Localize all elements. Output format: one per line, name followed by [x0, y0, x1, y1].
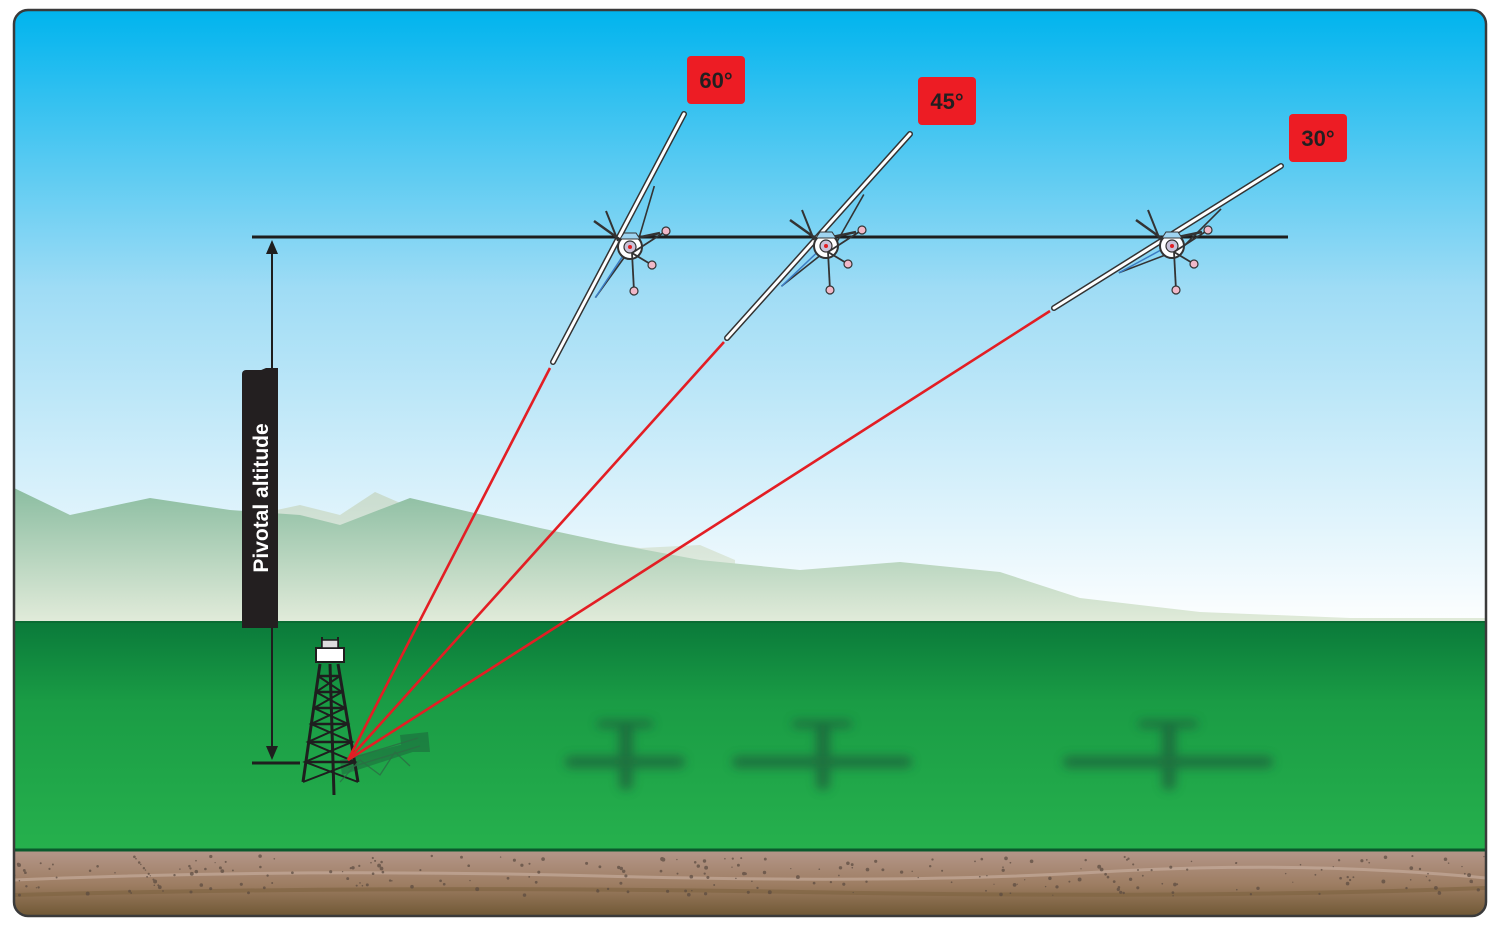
airplane-shadows: [565, 720, 1273, 790]
bank-angle-text-2: 30°: [1301, 126, 1334, 151]
tower-wire-shadow: [339, 737, 421, 783]
bank-angle-label-0: 60°: [687, 56, 745, 104]
hills: [14, 488, 1486, 625]
airplanes: [550, 111, 1284, 365]
dirt-layer: [14, 848, 1486, 916]
airplane-0: [550, 111, 687, 365]
bank-angle-label-1: 45°: [918, 77, 976, 125]
sight-line-2: [347, 309, 1051, 762]
airplane-2: [1051, 163, 1284, 311]
tower: [301, 637, 360, 796]
altitude-label: Pivotal altitude: [242, 368, 278, 628]
bank-angle-text-1: 45°: [930, 89, 963, 114]
airplane-1: [724, 131, 913, 341]
ground: [14, 622, 1486, 852]
altitude-label-text: Pivotal altitude: [250, 423, 273, 572]
sight-line-0: [346, 367, 552, 761]
sight-lines: [346, 309, 1051, 762]
bank-angle-text-0: 60°: [699, 68, 732, 93]
sight-line-1: [347, 341, 725, 761]
bank-angle-labels: 60° 45° 30°: [687, 56, 1347, 162]
bank-angle-label-2: 30°: [1289, 114, 1347, 162]
frame-border: [12, 8, 1488, 918]
